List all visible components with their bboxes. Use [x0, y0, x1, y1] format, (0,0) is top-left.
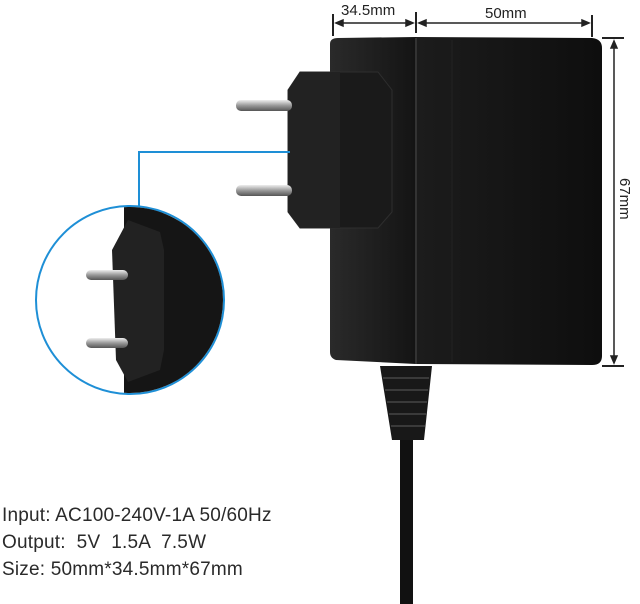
spec-input: Input: AC100-240V-1A 50/60Hz	[2, 505, 272, 526]
width-dimension-label: 50mm	[485, 5, 527, 22]
eu-plug	[236, 71, 393, 229]
callout-line	[138, 151, 290, 208]
height-dimension-label: 67mm	[616, 178, 633, 220]
power-cable	[380, 366, 432, 604]
plug-closeup-inset	[35, 205, 225, 395]
spec-size: Size: 50mm*34.5mm*67mm	[2, 559, 243, 580]
depth-dimension-label: 34.5mm	[341, 2, 395, 19]
dimension-lines	[332, 12, 624, 367]
spec-output: Output: 5V 1.5A 7.5W	[2, 532, 207, 553]
